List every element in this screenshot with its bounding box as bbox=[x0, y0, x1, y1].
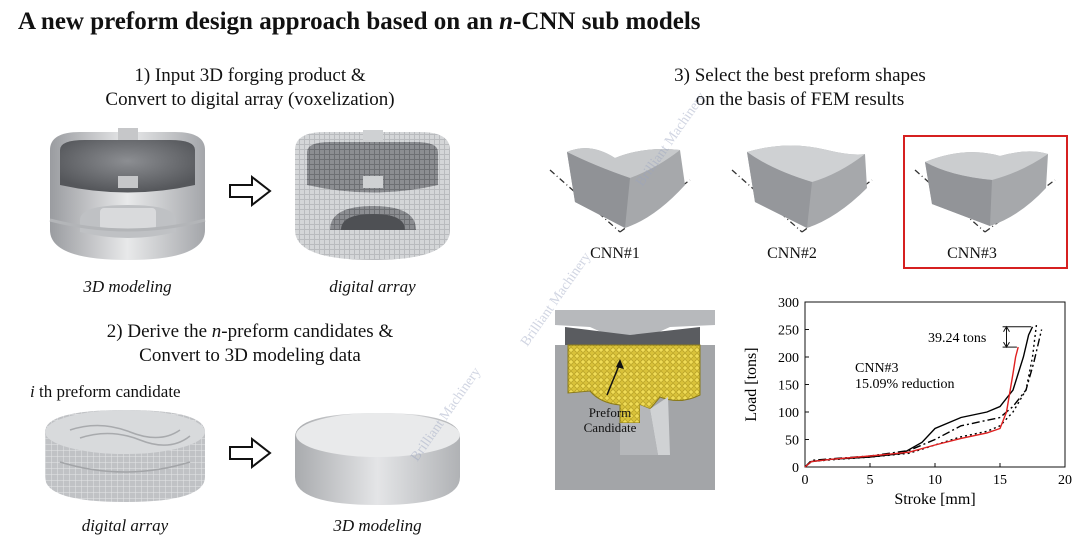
y-tick-label: 250 bbox=[778, 324, 799, 339]
x-axis-label: Stroke [mm] bbox=[894, 491, 975, 508]
gap-arrowhead-bottom bbox=[1003, 341, 1010, 349]
gap-arrowhead-top bbox=[1003, 325, 1010, 333]
preform-shape-cnn2 bbox=[731, 145, 873, 233]
chart-annotation-reduction: 15.09% reduction bbox=[855, 377, 955, 392]
y-tick-label: 200 bbox=[778, 351, 799, 366]
cnn-label-2: CNN#2 bbox=[767, 245, 817, 262]
y-tick-label: 300 bbox=[778, 296, 799, 311]
piston-digital-array bbox=[295, 130, 450, 260]
preform-candidate-die-label: Preform Candidate bbox=[583, 405, 637, 435]
preform-shape-cnn1 bbox=[549, 148, 691, 233]
chart-annotation-gap: 39.24 tons bbox=[928, 331, 986, 346]
x-tick-label: 20 bbox=[1058, 473, 1072, 488]
best-candidate-highlight bbox=[903, 135, 1068, 269]
caption-3d-modeling-1: 3D modeling bbox=[83, 277, 172, 296]
chart-annotation-cnn3: CNN#3 bbox=[855, 361, 899, 376]
caption-digital-array-1: digital array bbox=[329, 277, 416, 296]
preform-shape-cnn3 bbox=[914, 151, 1056, 233]
step3-heading: 3) Select the best preform shapes on the… bbox=[674, 65, 926, 110]
arrow-right-icon-2 bbox=[229, 437, 272, 469]
y-tick-label: 50 bbox=[785, 434, 799, 449]
preform-pointer-arrow bbox=[606, 359, 624, 396]
x-tick-label: 15 bbox=[993, 473, 1007, 488]
x-tick-label: 10 bbox=[928, 473, 942, 488]
chart-series-line-3 bbox=[804, 325, 1038, 468]
preform-digital-array bbox=[45, 410, 205, 502]
y-axis-label: Load [tons] bbox=[743, 347, 760, 421]
y-tick-label: 0 bbox=[792, 461, 799, 476]
preform-3d-model bbox=[295, 413, 460, 505]
y-tick-label: 100 bbox=[778, 406, 799, 421]
y-tick-label: 150 bbox=[778, 379, 799, 394]
x-tick-label: 5 bbox=[867, 473, 874, 488]
piston-3d-model bbox=[49, 128, 206, 260]
caption-3d-modeling-2: 3D modeling bbox=[333, 516, 422, 535]
chart-series-line-4 bbox=[804, 346, 1019, 468]
cnn-label-3: CNN#3 bbox=[947, 245, 997, 262]
preform-candidate-label: i th preform candidate bbox=[30, 382, 181, 401]
arrow-right-icon bbox=[229, 175, 272, 207]
caption-digital-array-2: digital array bbox=[81, 516, 169, 535]
cnn-label-1: CNN#1 bbox=[590, 245, 640, 262]
x-tick-label: 0 bbox=[802, 473, 809, 488]
page-title: A new preform design approach based on a… bbox=[18, 8, 701, 35]
step1-heading: 1) Input 3D forging product & Convert to… bbox=[105, 65, 395, 110]
step2-heading: 2) Derive the n-preform candidates & Con… bbox=[106, 321, 394, 366]
die-cross-section bbox=[555, 310, 715, 490]
